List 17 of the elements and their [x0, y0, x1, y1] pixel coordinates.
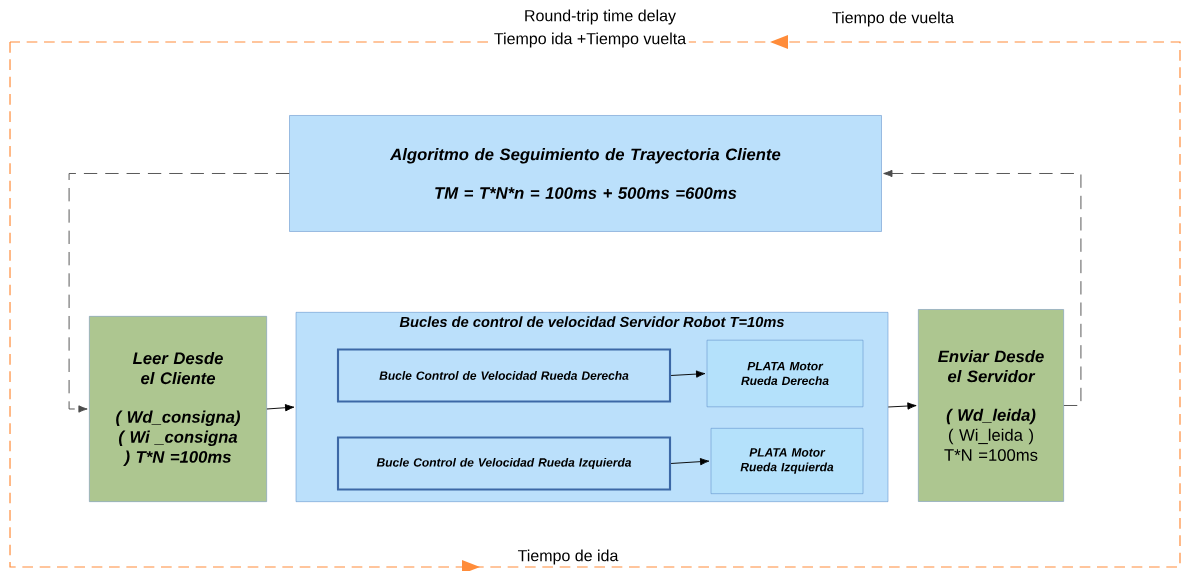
process-box: PLATA Motor Rueda Izquierda	[710, 428, 864, 494]
arrow	[887, 402, 917, 410]
process-box: PLATA Motor Rueda Derecha	[706, 339, 864, 408]
arrow	[266, 404, 295, 412]
arrow	[670, 370, 706, 378]
process-box: Bucle Control de Velocidad Rueda Derecha	[336, 348, 672, 403]
time-label: Round-trip time delay	[525, 9, 676, 25]
arrow	[68, 173, 290, 413]
arrow	[883, 169, 1082, 406]
time-label: Tiempo de ida	[517, 549, 619, 565]
time-label: Tiempo ida +Tiempo vuelta	[491, 29, 689, 51]
time-label: Tiempo de vuelta	[832, 11, 955, 27]
process-box: Enviar Desde el Servidor ( Wd_leida) ( Wi_leida ) T*N =100ms	[918, 309, 1064, 502]
process-box: Bucle Control de Velocidad Rueda Izquierda	[336, 436, 672, 491]
arrow	[670, 458, 710, 466]
process-box: Algoritmo de Seguimiento de Trayectoria Cliente TM = T*N*n = 100ms + 500ms =600ms	[289, 115, 882, 232]
process-box: Leer Desde el Cliente ( Wd_consigna) ( Wi _consigna ) T*N =100ms	[89, 316, 267, 502]
